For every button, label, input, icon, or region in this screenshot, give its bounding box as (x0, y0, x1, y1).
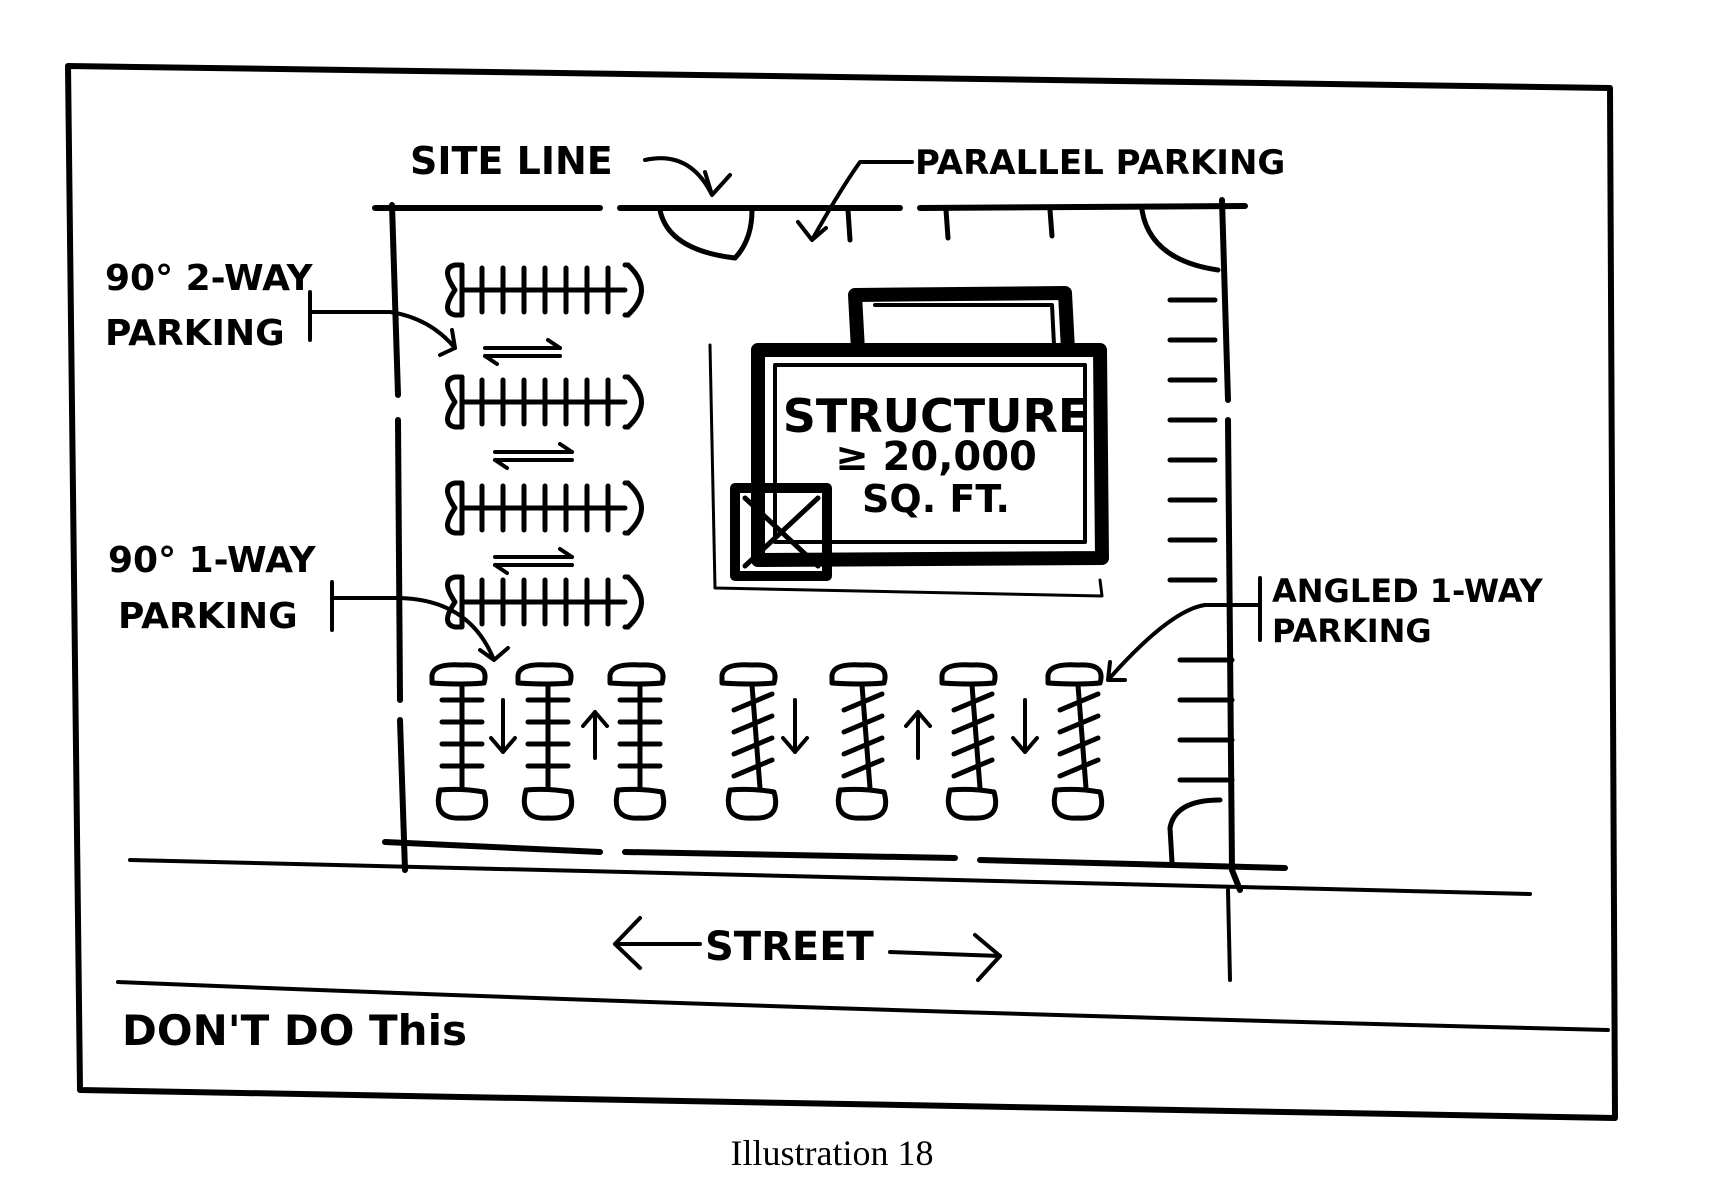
angled-label-line1: ANGLED 1-WAY (1272, 572, 1543, 610)
column-end-top (939, 662, 998, 687)
parking-row-end-right (625, 480, 644, 536)
arrow-down (489, 698, 517, 754)
parking-row-end-cap (622, 262, 631, 318)
angled-stall-line (731, 691, 775, 713)
illustration-caption: Illustration 18 (731, 1133, 934, 1173)
site-line-label: SITE LINE (410, 139, 613, 183)
structure-label-line1: STRUCTURE (783, 389, 1090, 443)
column-end-bottom (835, 786, 889, 821)
column-end-top (429, 662, 488, 687)
angled-stall-line (731, 713, 775, 735)
column-end-top (1045, 662, 1104, 687)
angled-stall-line (951, 757, 995, 779)
angled-stall-line (841, 735, 885, 757)
two-way-parking-rows (445, 262, 644, 630)
divider-line (116, 980, 1610, 1032)
street (128, 858, 1532, 982)
column-end-top (719, 662, 778, 687)
angled-stall-line (1057, 757, 1101, 779)
angled-label-line2: PARKING (1272, 612, 1432, 650)
angled-stall-line (731, 735, 775, 757)
arrow-down (781, 698, 809, 754)
angled-stall-line (951, 691, 995, 713)
street-arrows (613, 916, 1002, 982)
angled-stall-line (731, 757, 775, 779)
double-arrow (493, 442, 574, 470)
column-end-bottom (613, 786, 667, 821)
angled-stall-line (841, 691, 885, 713)
parking-row-end-cap (622, 480, 631, 536)
structure-building (708, 286, 1109, 598)
one-way-parking-columns (429, 662, 1105, 821)
angled-stall-line (951, 735, 995, 757)
column-end-bottom (725, 786, 779, 821)
one-way-arrows (489, 698, 1039, 760)
arrow-up (581, 710, 609, 760)
two-way-label-line1: 90° 2-WAY (105, 258, 314, 299)
angled-stall-line (841, 757, 885, 779)
angled-stall-line (1057, 691, 1101, 713)
column-end-bottom (1051, 786, 1105, 821)
site-boundary (372, 197, 1288, 893)
street-label: STREET (705, 924, 875, 970)
parking-row-end-right (625, 574, 644, 630)
parking-row-end-cap (622, 574, 631, 630)
parallel-parking-label: PARALLEL PARKING (915, 143, 1285, 183)
one-way-label-line1: 90° 1-WAY (108, 540, 317, 581)
two-way-arrows (483, 338, 574, 575)
column-end-top (607, 662, 666, 687)
structure-label-line2: ≥ 20,000 (835, 434, 1037, 480)
parallel-parking-spaces (657, 207, 1221, 273)
angled-stall-line (841, 713, 885, 735)
column-end-bottom (435, 786, 489, 821)
parking-row-end-cap (622, 374, 631, 430)
column-end-top (829, 662, 888, 687)
two-way-label-line2: PARKING (105, 313, 285, 354)
angled-stall-line (1057, 735, 1101, 757)
double-arrow (493, 547, 574, 575)
corner-curb (1167, 797, 1223, 865)
angled-parking-ticks (1167, 297, 1235, 783)
angled-stall-line (951, 713, 995, 735)
one-way-label-line2: PARKING (118, 596, 298, 637)
arrow-down (1011, 698, 1039, 754)
column-end-top (515, 662, 574, 687)
structure-label-line3: SQ. FT. (862, 477, 1010, 521)
outer-frame (65, 63, 1618, 1121)
label-leaders (308, 156, 1262, 682)
dont-do-this-label: DON'T DO This (122, 1006, 467, 1055)
column-end-bottom (945, 786, 999, 821)
arrow-up (904, 710, 932, 760)
double-arrow (483, 338, 562, 366)
parking-row-end-right (625, 374, 644, 430)
column-end-bottom (521, 786, 575, 821)
angled-stall-line (1057, 713, 1101, 735)
parking-row-end-right (625, 262, 644, 318)
